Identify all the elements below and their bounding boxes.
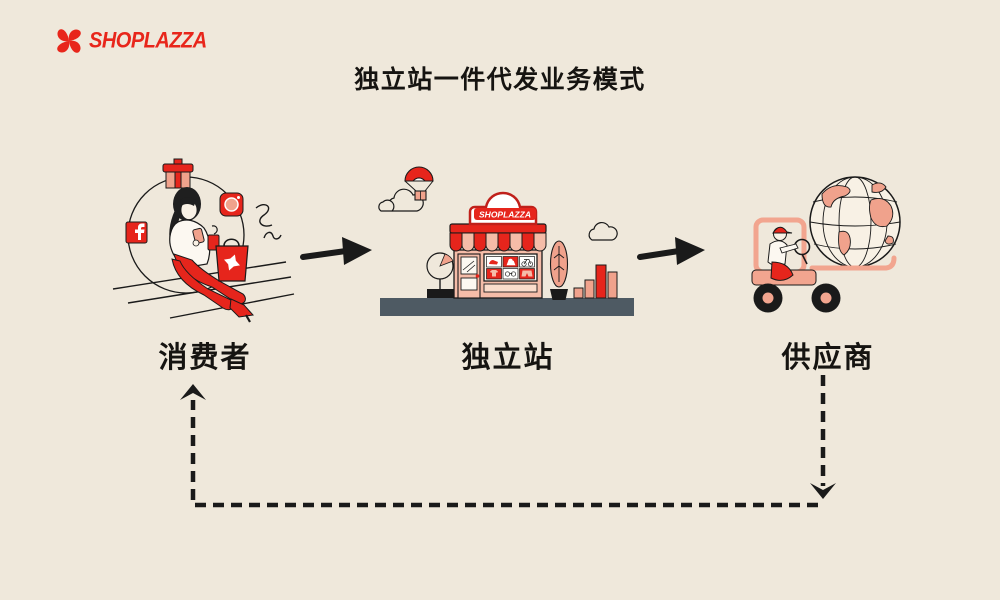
potted-plant — [549, 240, 569, 300]
shoe-tile — [489, 260, 498, 265]
bag-tile — [506, 258, 516, 266]
shop-door — [457, 253, 481, 299]
cloud-right-icon — [588, 221, 618, 241]
arrow-store-to-supplier — [637, 237, 705, 265]
driver-leg — [770, 261, 794, 281]
window-sill — [483, 283, 538, 293]
sign-text: SHOPLAZZA — [479, 210, 531, 220]
shirt-tile — [490, 270, 498, 277]
driver-figure — [767, 226, 811, 281]
forklift-wheels — [753, 283, 841, 313]
globe-icon — [809, 176, 901, 268]
label-consumer: 消费者 — [158, 342, 252, 374]
page-title: 独立站一件代发业务模式 — [354, 66, 646, 94]
growth-bar-chart — [573, 264, 618, 299]
forklift-fork — [809, 255, 897, 271]
glasses-tile — [504, 271, 517, 277]
arrowhead-down — [810, 483, 836, 499]
label-store: 独立站 — [461, 342, 555, 374]
door-knob — [475, 274, 480, 278]
gift-box-icon — [162, 158, 194, 189]
storefront-illustration: SHOPLAZZA — [378, 166, 634, 316]
consumer-illustration — [112, 158, 295, 323]
arrow-consumer-to-store — [300, 237, 372, 265]
bag-pinwheel-logo — [224, 254, 240, 271]
plant-pot — [550, 289, 568, 300]
logo-wordmark: SHOPLAZZA — [89, 28, 207, 53]
phone — [192, 227, 205, 244]
woman-figure — [169, 187, 254, 323]
facebook-icon — [125, 221, 148, 244]
shoplazza-logo: SHOPLAZZA — [56, 28, 207, 54]
driver-cap — [772, 226, 793, 234]
ground-platform — [380, 298, 634, 316]
label-supplier: 供应商 — [781, 342, 875, 374]
bike-tile — [521, 259, 534, 267]
arrowhead-up — [180, 384, 206, 400]
shopping-bag — [215, 238, 249, 282]
instagram-icon — [219, 192, 244, 217]
shop-sign: SHOPLAZZA — [468, 191, 538, 226]
supplier-illustration — [751, 176, 901, 313]
squiggle-doodle — [255, 204, 282, 240]
round-sign — [426, 252, 454, 298]
display-window — [483, 253, 538, 293]
cloud-left-icon — [378, 188, 424, 212]
parachute-icon — [404, 166, 434, 201]
shorts-tile — [521, 270, 533, 277]
forklift — [751, 217, 897, 313]
shoplazza-pinwheel-icon — [57, 29, 81, 53]
awning — [449, 223, 547, 252]
